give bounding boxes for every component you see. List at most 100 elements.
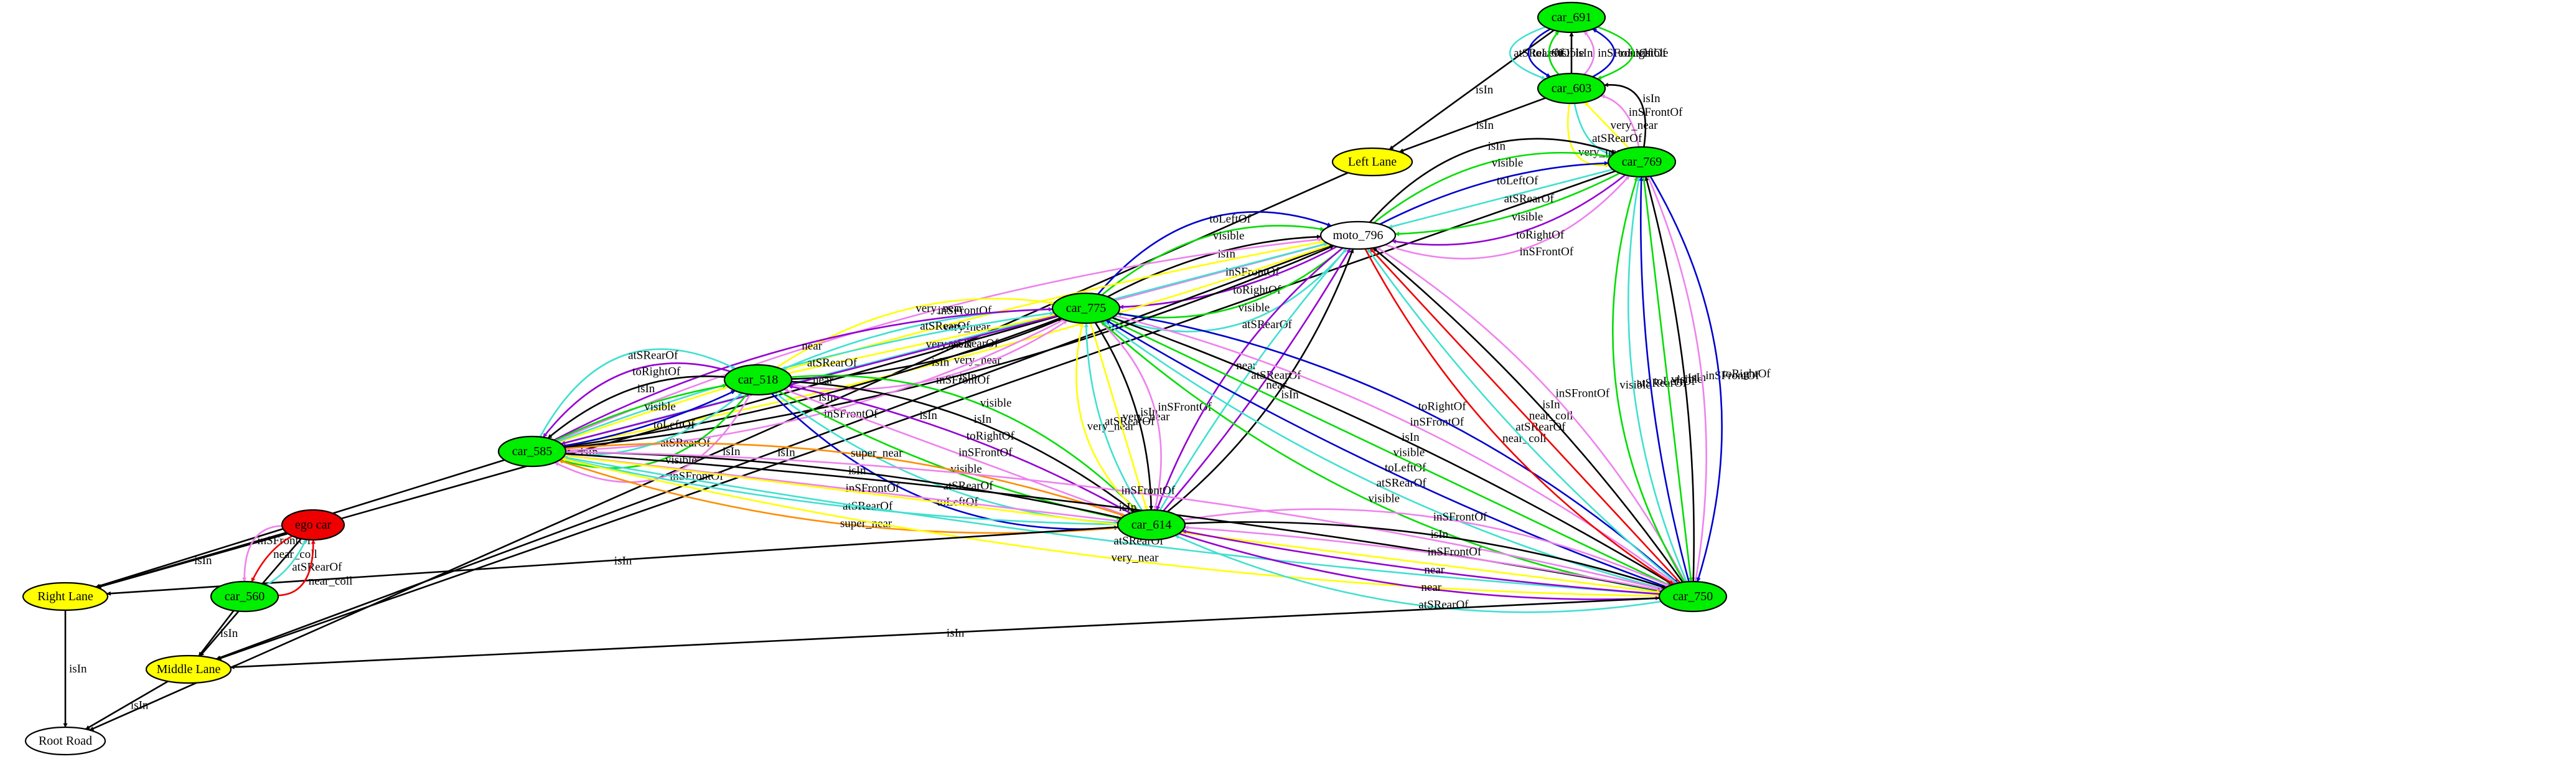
edge-car-691-atsrearof-car-603: atSRearOf (1509, 26, 1564, 80)
node-ellipse (281, 509, 345, 541)
edge-car-585-atsrearof-car-518: atSRearOf (539, 348, 736, 438)
edge-label: atSRearOf (807, 357, 858, 370)
edge-car-775-toleftof-moto-796: toLeftOf (1097, 211, 1332, 295)
node-label: car_775 (1066, 301, 1106, 315)
node-label: Middle Lane (157, 662, 221, 676)
edge-car-585-visible-car-518: visible (555, 384, 728, 441)
edge-label: isIn (723, 445, 741, 458)
edge-car-750-atsrearof-moto-796: atSRearOf (1367, 248, 1678, 584)
edge-car-614-near-car-750: near (1178, 532, 1660, 601)
node-moto-796: moto_796 (1319, 220, 1397, 250)
edge-moto-796-insfrontof-car-769: inSFrontOf (1385, 175, 1630, 260)
edge-label: isIn (1642, 92, 1660, 105)
edge-car-518-isin-car-585: isIn (547, 375, 726, 439)
edge-label: atSRearOf (628, 349, 678, 362)
edge-label: toRightOf (1516, 229, 1565, 242)
edge-label: visible (1619, 379, 1651, 392)
edge-line (557, 311, 1055, 443)
edge-line (1647, 176, 1707, 582)
edge-middle-lane-isin-root-road: isIn (85, 681, 169, 730)
edge-label: atSRearOf (1105, 415, 1155, 428)
edge-line (1112, 248, 1348, 332)
edge-line (560, 393, 748, 469)
node-car-518: car_518 (723, 364, 793, 396)
edge-label: inSFrontOf (1629, 106, 1683, 119)
node-ellipse (1537, 1, 1606, 34)
node-label: car_691 (1552, 11, 1591, 24)
node-car-560: car_560 (210, 580, 279, 613)
edge-line (85, 681, 169, 730)
edge-label: inSFrontOf (1433, 511, 1487, 524)
edge-car-518-visible-car-614: visible (790, 375, 1139, 512)
edge-line (791, 380, 1135, 513)
edge-line (1364, 248, 1674, 585)
edge-car-750-isin-moto-796: isIn (1372, 247, 1684, 583)
edge-label: inSFrontOf (1520, 245, 1574, 258)
edge-car-750-visible-car-775: visible (1100, 321, 1662, 592)
edge-label: inSFrontOf (846, 482, 900, 495)
node-ellipse (1051, 292, 1121, 324)
edge-car-750-isin-middle-lane: isIn (230, 597, 1660, 669)
edge-label: atSRearOf (1504, 192, 1555, 205)
edge-label: visible (1512, 210, 1543, 224)
edge-line (216, 244, 1332, 660)
edge-line (1597, 26, 1634, 80)
edge-line (1184, 521, 1666, 589)
node-car-614: car_614 (1117, 509, 1186, 541)
edge-car-585-super-near-car-614: super_near (564, 442, 1125, 517)
edge-label: visible (1492, 157, 1524, 170)
edge-line (555, 384, 728, 441)
edge-line (1105, 319, 1667, 588)
edge-label: isIn (947, 626, 965, 639)
edge-line (1567, 103, 1609, 168)
edge-line (1156, 247, 1344, 511)
edge-label: isIn (1542, 398, 1560, 412)
edge-right-lane-isin-root-road: isIn (63, 610, 87, 728)
edge-line (1174, 534, 1662, 613)
edge-car-750-near-car-614: near (1181, 529, 1660, 595)
edge-moto-796-isin-middle-lane: isIn (216, 244, 1332, 660)
edge-line (1584, 101, 1629, 149)
edge-label: atSRearOf (1377, 477, 1427, 490)
node-car-691: car_691 (1537, 1, 1606, 34)
edge-label: inSFrontOf (1428, 545, 1482, 559)
node-ellipse (723, 364, 793, 396)
edge-car-585-very-near-car-750: very_near (564, 455, 1661, 595)
edge-label: inSFrontOf (1598, 47, 1652, 60)
edge-car-750-insfrontof-moto-796: inSFrontOf (1376, 247, 1686, 583)
node-label: car_518 (738, 373, 778, 387)
edge-label: toLeftOf (1209, 213, 1251, 226)
node-car-585: car_585 (497, 435, 567, 468)
edge-car-603-visible-car-691: visible (1548, 31, 1585, 75)
edge-label: toLeftOf (653, 418, 695, 431)
node-car-769: car_769 (1607, 146, 1677, 178)
edge-line (563, 390, 736, 447)
edge-line (1369, 138, 1616, 223)
node-ellipse (24, 726, 106, 756)
node-middle-lane: Middle Lane (145, 654, 232, 684)
edge-line (230, 597, 1660, 669)
edge-label: toRightOf (1618, 47, 1667, 60)
edge-label: isIn (919, 409, 937, 422)
edge-label: visible (1553, 47, 1585, 60)
edge-label: visible (1637, 47, 1669, 60)
node-ellipse (1537, 72, 1606, 105)
edge-label: atSRearOf (1515, 421, 1566, 434)
edge-label: toLeftOf (1532, 47, 1574, 60)
edge-line (1112, 316, 1674, 585)
edge-line (788, 313, 1057, 374)
node-ellipse (1117, 509, 1186, 541)
edge-label: isIn (1431, 528, 1449, 541)
node-label: car_585 (512, 445, 552, 458)
edge-car-750-atsrearof-car-775: atSRearOf (1103, 320, 1664, 590)
edge-label: isIn (1476, 83, 1494, 97)
edge-car-769-visible-car-750: visible (1642, 176, 1703, 582)
edge-line (789, 319, 1068, 390)
edge-car-560-atsrearof-ego-car: atSRearOf (265, 539, 342, 586)
edge-ego-car-isin-right-lane: isIn (96, 532, 287, 588)
edge-line (1089, 323, 1148, 511)
edge-label: isIn (220, 627, 238, 640)
edge-label: visible (1213, 230, 1245, 243)
node-label: moto_796 (1332, 229, 1383, 242)
